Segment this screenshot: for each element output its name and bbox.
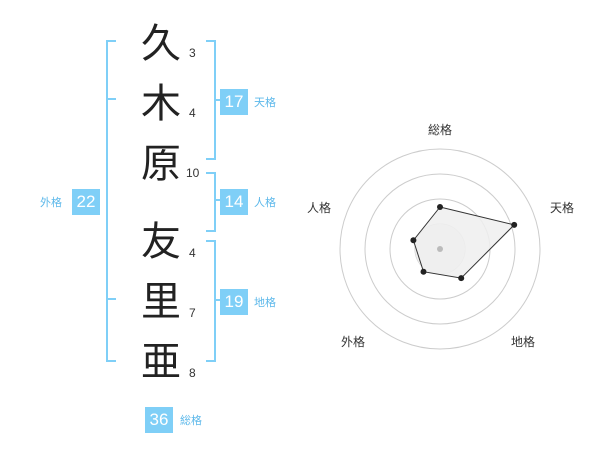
jinkaku-bracket-tick [214,199,220,201]
radar-axis-label-chikaku: 地格 [511,335,536,349]
radar-point-1 [511,221,518,228]
gaikaku-bracket-tick [108,98,116,100]
gaikaku-bracket [106,40,116,362]
radar-ring [339,148,541,350]
tenkaku-label: 天格 [254,96,276,109]
surname-strokes-1: 3 [189,46,196,60]
tenkaku-bracket-tick [214,99,220,101]
radar-polygon [412,206,516,279]
chikaku-bracket [206,240,216,362]
radar-point-2 [458,275,465,282]
given-strokes-3: 8 [189,366,196,380]
radar-axis-label-gaikaku: 外格 [341,335,366,349]
gaikaku-score: 22 [72,189,100,215]
surname-char-2: 木 [141,81,181,127]
soukaku-label: 総格 [180,414,202,427]
given-strokes-1: 4 [189,246,196,260]
given-char-2: 里 [141,279,181,325]
given-strokes-2: 7 [189,306,196,320]
radar-axis-label-tenkaku: 天格 [550,201,575,215]
radar-point-4 [410,237,417,244]
given-char-3: 亜 [141,339,181,385]
chikaku-label: 地格 [254,296,276,309]
chikaku-score: 19 [220,289,248,315]
surname-char-1: 久 [141,21,181,67]
surname-strokes-3: 10 [186,166,200,180]
radar-ring [364,173,516,325]
radar-axis-label-soukaku: 総格 [428,123,453,137]
jinkaku-bracket [206,172,216,232]
jinkaku-label: 人格 [254,196,276,209]
jinkaku-score: 14 [220,189,248,215]
radar-point-3 [420,268,427,275]
given-char-1: 友 [141,219,181,265]
radar-point-0 [437,204,443,210]
chikaku-bracket-tick [214,299,220,301]
gaikaku-bracket-tick [108,298,116,300]
radar-center-dot [437,246,443,252]
gaikaku-label: 外格 [40,196,62,209]
surname-char-3: 原 [141,141,181,187]
tenkaku-score: 17 [220,89,248,115]
soukaku-score: 36 [145,407,173,433]
surname-strokes-2: 4 [189,106,196,120]
radar-axis-label-jinkaku: 人格 [307,201,332,215]
